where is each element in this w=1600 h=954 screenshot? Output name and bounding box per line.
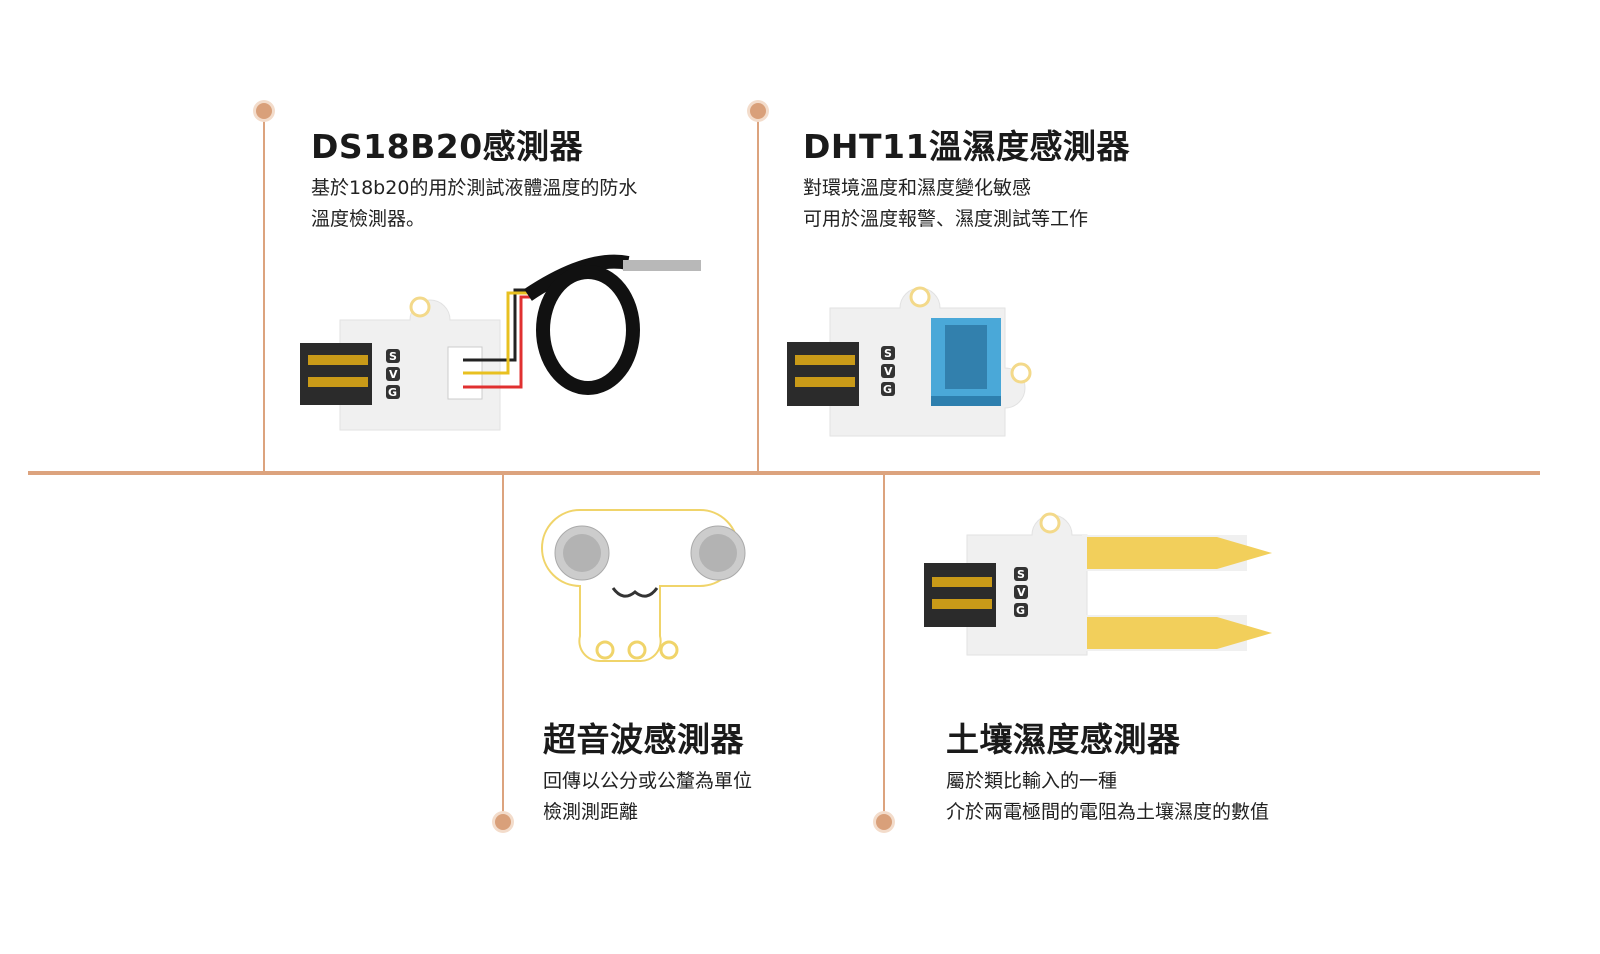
sensor-card-soil-moisture: 土壤濕度感測器 屬於類比輸入的一種 介於兩電極間的電阻為土壤濕度的數值: [946, 720, 1269, 828]
sensor-card-ultrasonic: 超音波感測器 回傳以公分或公釐為單位 檢測測距離: [543, 720, 752, 828]
desc-line: 基於18b20的用於測試液體溫度的防水: [311, 177, 638, 199]
timeline-dot-4: [876, 814, 892, 830]
timeline-branch-1: [263, 112, 265, 472]
svg-text:V: V: [1017, 586, 1026, 599]
timeline-dot-3: [495, 814, 511, 830]
sensor-description: 基於18b20的用於測試液體溫度的防水 溫度檢測器。: [311, 173, 637, 235]
desc-line: 可用於溫度報警、濕度測試等工作: [803, 208, 1089, 230]
sensor-description: 屬於類比輸入的一種 介於兩電極間的電阻為土壤濕度的數值: [946, 766, 1269, 828]
sensor-title: DHT11溫濕度感測器: [803, 127, 1130, 166]
timeline-branch-4: [883, 474, 885, 822]
svg-text:S: S: [884, 347, 892, 360]
dht11-module-icon: S V G: [787, 286, 1032, 437]
desc-line: 回傳以公分或公釐為單位: [543, 770, 753, 792]
soil-moisture-probe-icon: S V G: [924, 512, 1272, 656]
timeline-dot-2: [750, 103, 766, 119]
sensor-title: DS18B20感測器: [311, 127, 584, 166]
svg-text:G: G: [883, 383, 892, 396]
timeline-branch-3: [502, 474, 504, 822]
svg-text:G: G: [388, 386, 397, 399]
desc-line: 檢測測距離: [543, 801, 639, 823]
sensor-card-ds18b20: DS18B20感測器 基於18b20的用於測試液體溫度的防水 溫度檢測器。: [311, 127, 637, 235]
desc-line: 介於兩電極間的電阻為土壤濕度的數值: [946, 801, 1270, 823]
ultrasonic-module-icon: [541, 509, 746, 663]
timeline-branch-2: [757, 112, 759, 472]
svg-text:S: S: [1017, 568, 1025, 581]
svg-text:V: V: [389, 368, 398, 381]
svg-text:S: S: [389, 350, 397, 363]
sensor-description: 回傳以公分或公釐為單位 檢測測距離: [543, 766, 752, 828]
timeline-dot-1: [256, 103, 272, 119]
desc-line: 屬於類比輸入的一種: [946, 770, 1118, 792]
sensor-description: 對環境溫度和濕度變化敏感 可用於溫度報警、濕度測試等工作: [803, 173, 1130, 235]
sensor-title: 超音波感測器: [543, 720, 744, 759]
ds18b20-probe-icon: S V G: [300, 254, 701, 431]
timeline-horizontal: [28, 471, 1540, 475]
sensor-card-dht11: DHT11溫濕度感測器 對環境溫度和濕度變化敏感 可用於溫度報警、濕度測試等工作: [803, 127, 1130, 235]
sensor-title: 土壤濕度感測器: [946, 720, 1181, 759]
desc-line: 對環境溫度和濕度變化敏感: [803, 177, 1032, 199]
desc-line: 溫度檢測器。: [311, 208, 426, 230]
svg-text:G: G: [1016, 604, 1025, 617]
svg-text:V: V: [884, 365, 893, 378]
